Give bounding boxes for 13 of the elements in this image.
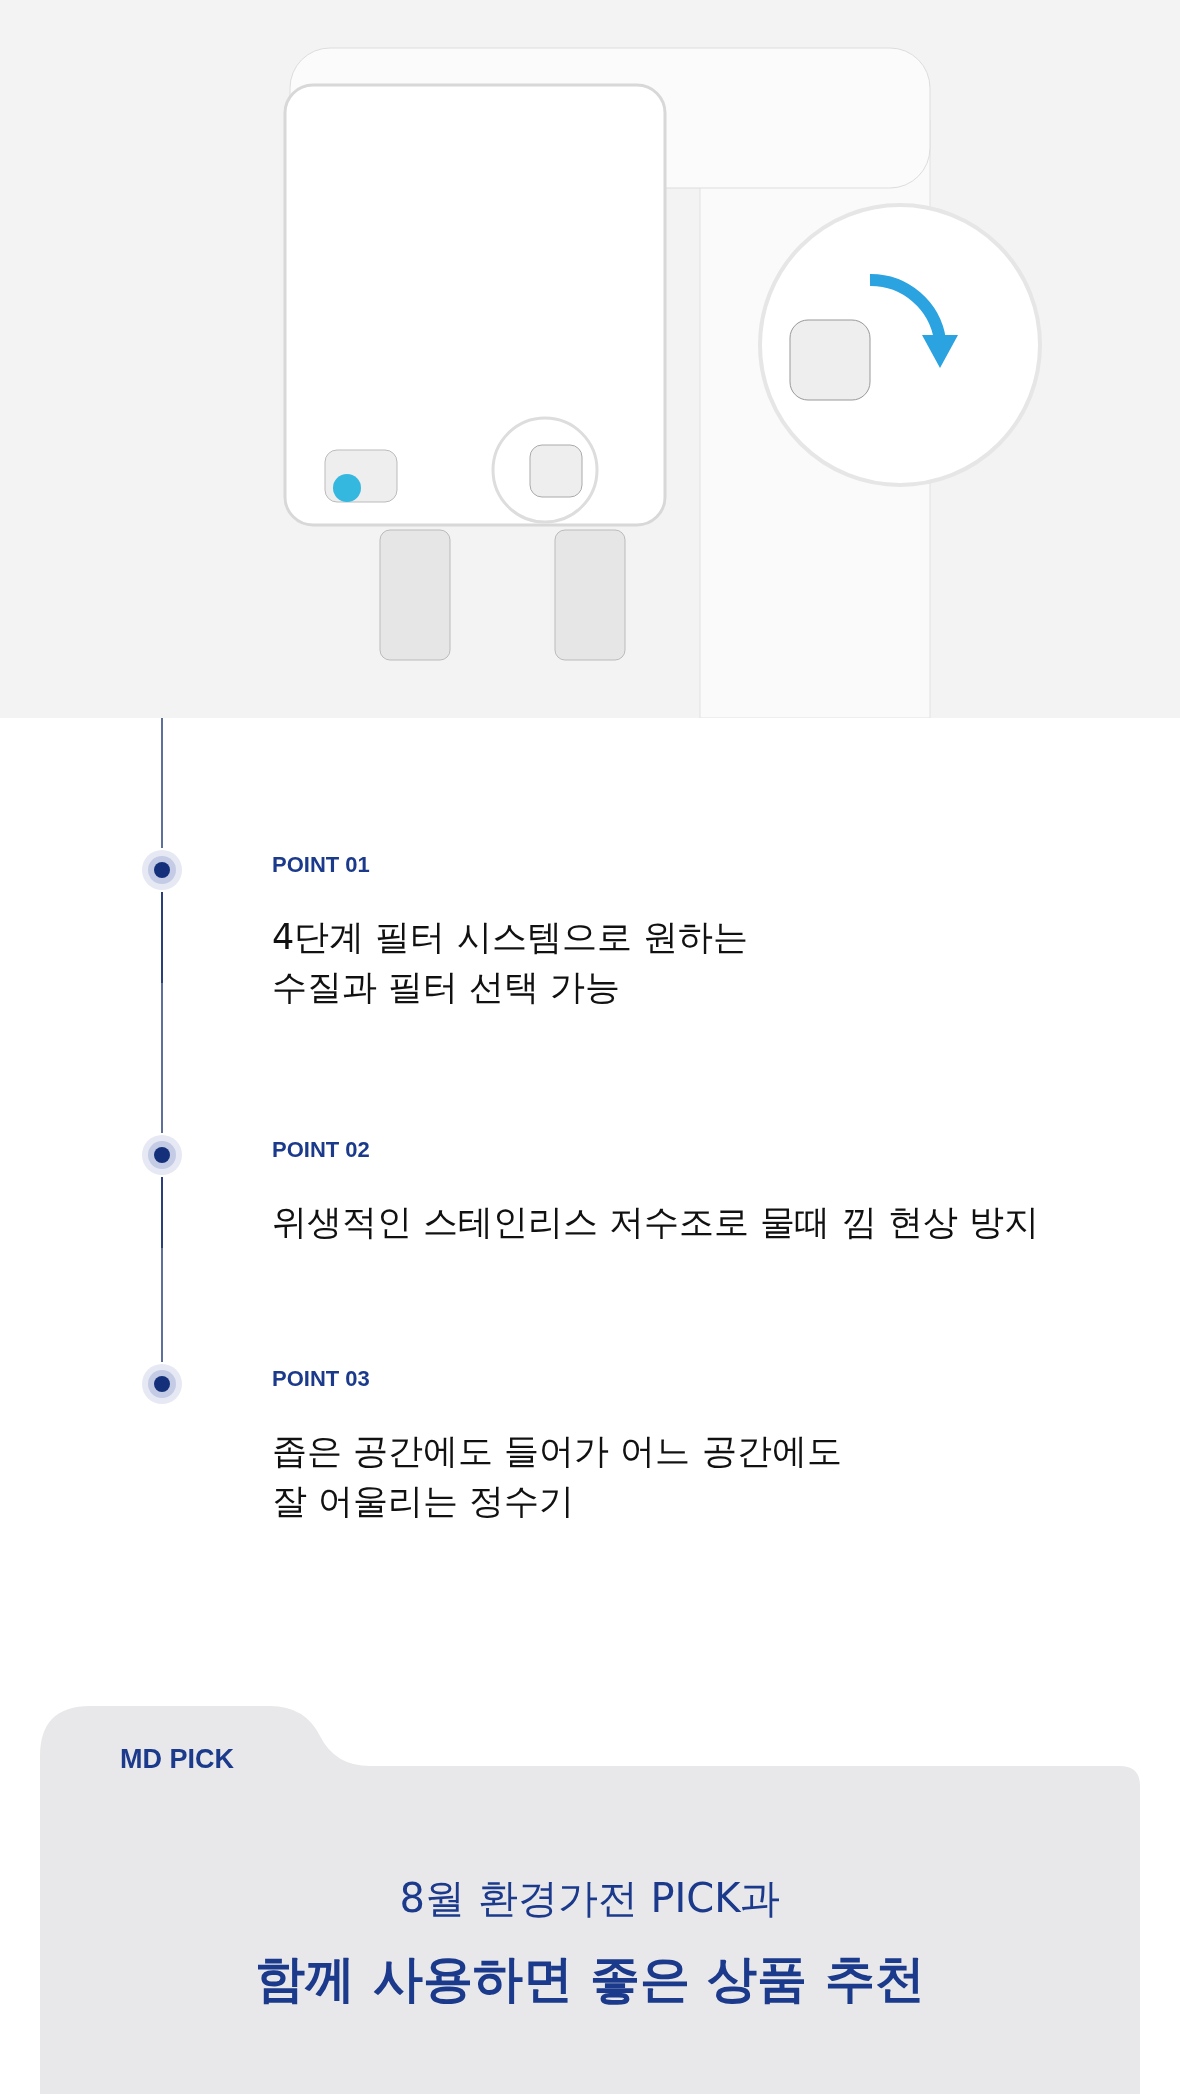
timeline-line [161,982,163,1134]
subheading: 8월 환경가전 PICK과 [399,1875,781,1921]
tab-label: MD PICK [120,1744,234,1775]
timeline-line [161,717,163,849]
feature-text: 위생적인 스테인리스 저수조로 물때 낌 현상 방지 [272,1201,1040,1244]
timeline-line [161,1247,163,1363]
heading: 함께 사용하면 좋은 상품 추천 [255,1950,925,2008]
point-label: POINT 02 [272,1137,370,1163]
feature-text: 4단계 필터 시스템으로 원하는 수질과 필터 선택 가능 [272,916,749,1009]
point-label: POINT 01 [272,852,370,878]
point-label: POINT 03 [272,1366,370,1392]
feature-text: 좁은 공간에도 들어가 어느 공간에도 잘 어울리는 정수기 [272,1430,842,1523]
water-purifier-picture [0,0,1180,718]
